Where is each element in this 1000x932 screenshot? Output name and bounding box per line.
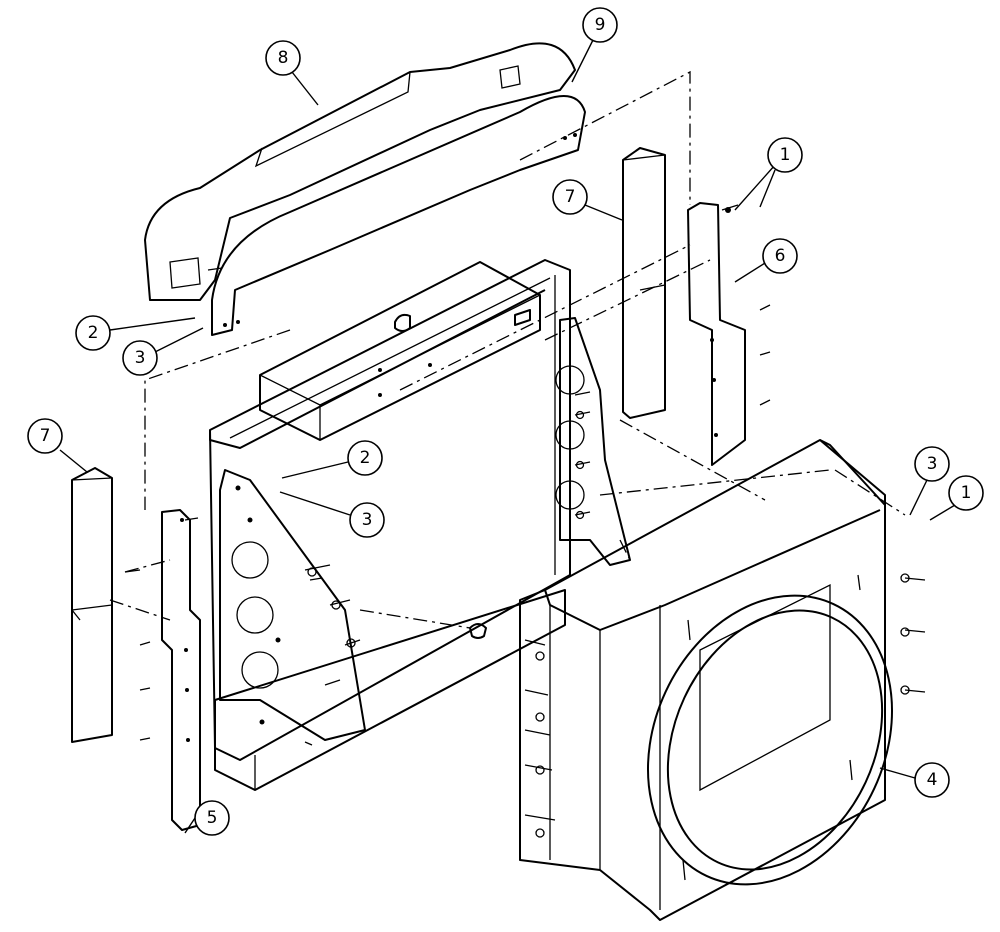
bracket-part-6 — [687, 202, 771, 466]
callout-5: 5 — [184, 800, 230, 836]
svg-text:1: 1 — [780, 145, 791, 165]
radiator-core — [209, 259, 631, 791]
svg-text:3: 3 — [927, 454, 938, 474]
callout-2-center: 2 — [281, 440, 383, 479]
callout-1-right: 1 — [929, 475, 984, 521]
svg-text:2: 2 — [360, 448, 371, 468]
callout-7-top: 7 — [552, 179, 623, 221]
callout-6: 6 — [734, 238, 798, 283]
svg-text:9: 9 — [595, 15, 606, 35]
svg-text:4: 4 — [927, 770, 938, 790]
callout-3-right: 3 — [909, 446, 950, 516]
callout-8: 8 — [265, 40, 319, 106]
callout-9: 9 — [571, 7, 618, 83]
svg-text:3: 3 — [135, 348, 146, 368]
callout-3-left: 3 — [122, 327, 204, 376]
svg-text:8: 8 — [278, 48, 289, 68]
callout-4: 4 — [879, 762, 950, 798]
svg-text:7: 7 — [565, 187, 576, 207]
callout-2-left: 2 — [75, 315, 196, 351]
callout-7-left: 7 — [27, 418, 88, 473]
radiator-fasteners — [304, 391, 591, 746]
bracket-part-5 — [124, 509, 201, 831]
filler-part-7-left — [71, 467, 113, 743]
svg-text:6: 6 — [775, 246, 786, 266]
svg-text:2: 2 — [88, 323, 99, 343]
svg-text:5: 5 — [207, 808, 218, 828]
filler-part-7-right — [622, 147, 666, 419]
svg-text:7: 7 — [40, 426, 51, 446]
top-shroud-part-8 — [144, 42, 576, 301]
fan-shroud-part-4 — [519, 439, 926, 921]
svg-text:3: 3 — [362, 510, 373, 530]
assembly-lines — [109, 70, 906, 629]
callout-1-top: 1 — [734, 137, 803, 211]
svg-text:1: 1 — [961, 483, 972, 503]
callout-3-center: 3 — [279, 491, 385, 538]
baffle-part-9 — [211, 95, 586, 336]
